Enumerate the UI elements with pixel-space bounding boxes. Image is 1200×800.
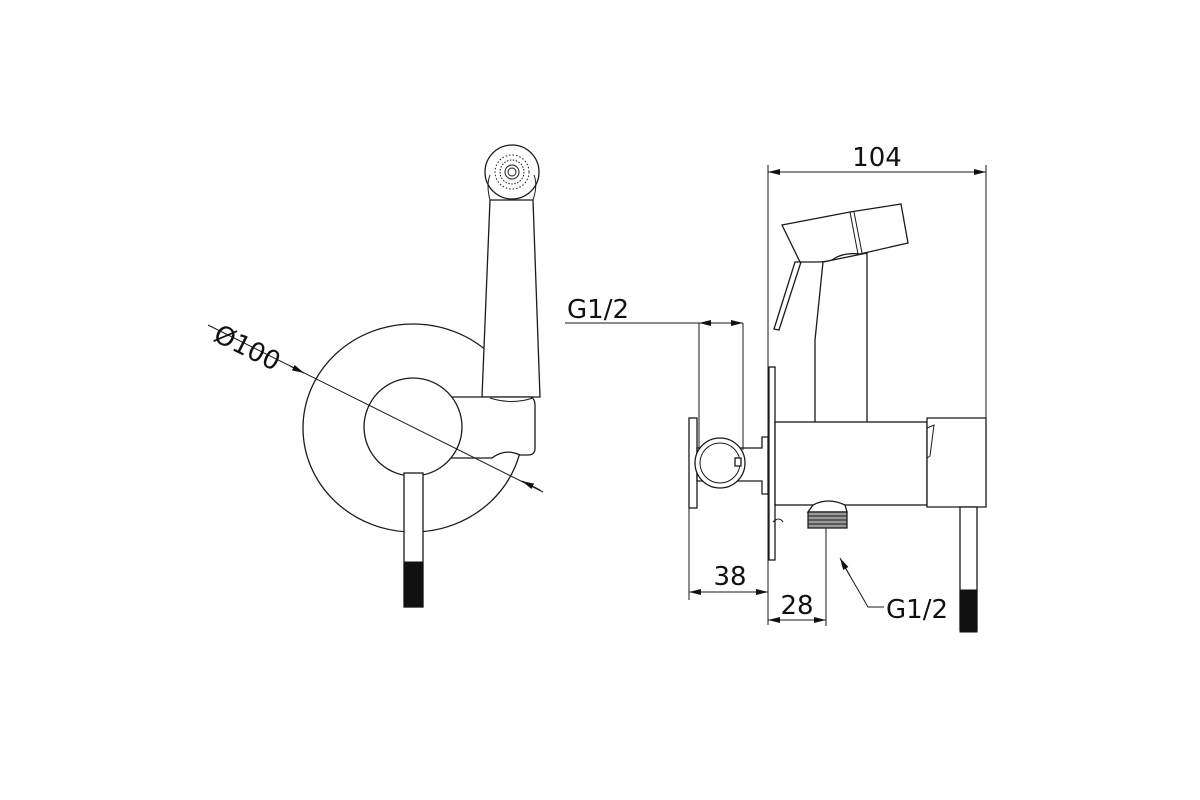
knob-block bbox=[926, 417, 987, 508]
inlet-thread-label: G1/2 bbox=[567, 295, 629, 325]
outlet-offset-dimension: 28 bbox=[768, 528, 827, 626]
width-dimension: 104 bbox=[767, 143, 987, 625]
hand-shower-front bbox=[481, 144, 541, 398]
side-view: 104 bbox=[565, 143, 987, 633]
outlet-thread bbox=[806, 500, 848, 529]
outlet-offset-label: 28 bbox=[780, 591, 813, 621]
lever-rod-front bbox=[403, 472, 424, 608]
outlet-thread-label: G1/2 bbox=[886, 595, 948, 625]
diameter-label: Ø100 bbox=[209, 319, 285, 377]
wall-plate-side bbox=[768, 366, 776, 561]
front-view: Ø100 bbox=[207, 144, 544, 608]
width-label: 104 bbox=[852, 143, 902, 173]
holder-side bbox=[688, 417, 769, 509]
holder-depth-label: 38 bbox=[713, 562, 746, 592]
lever-rod-side bbox=[959, 506, 978, 633]
holder-front bbox=[439, 396, 536, 459]
hand-shower-side bbox=[773, 203, 909, 434]
outlet-thread-leader: G1/2 bbox=[839, 557, 948, 625]
inlet-thread-dimension: G1/2 bbox=[565, 295, 744, 450]
valve-body bbox=[774, 421, 928, 506]
holder-depth-dimension: 38 bbox=[688, 508, 768, 600]
